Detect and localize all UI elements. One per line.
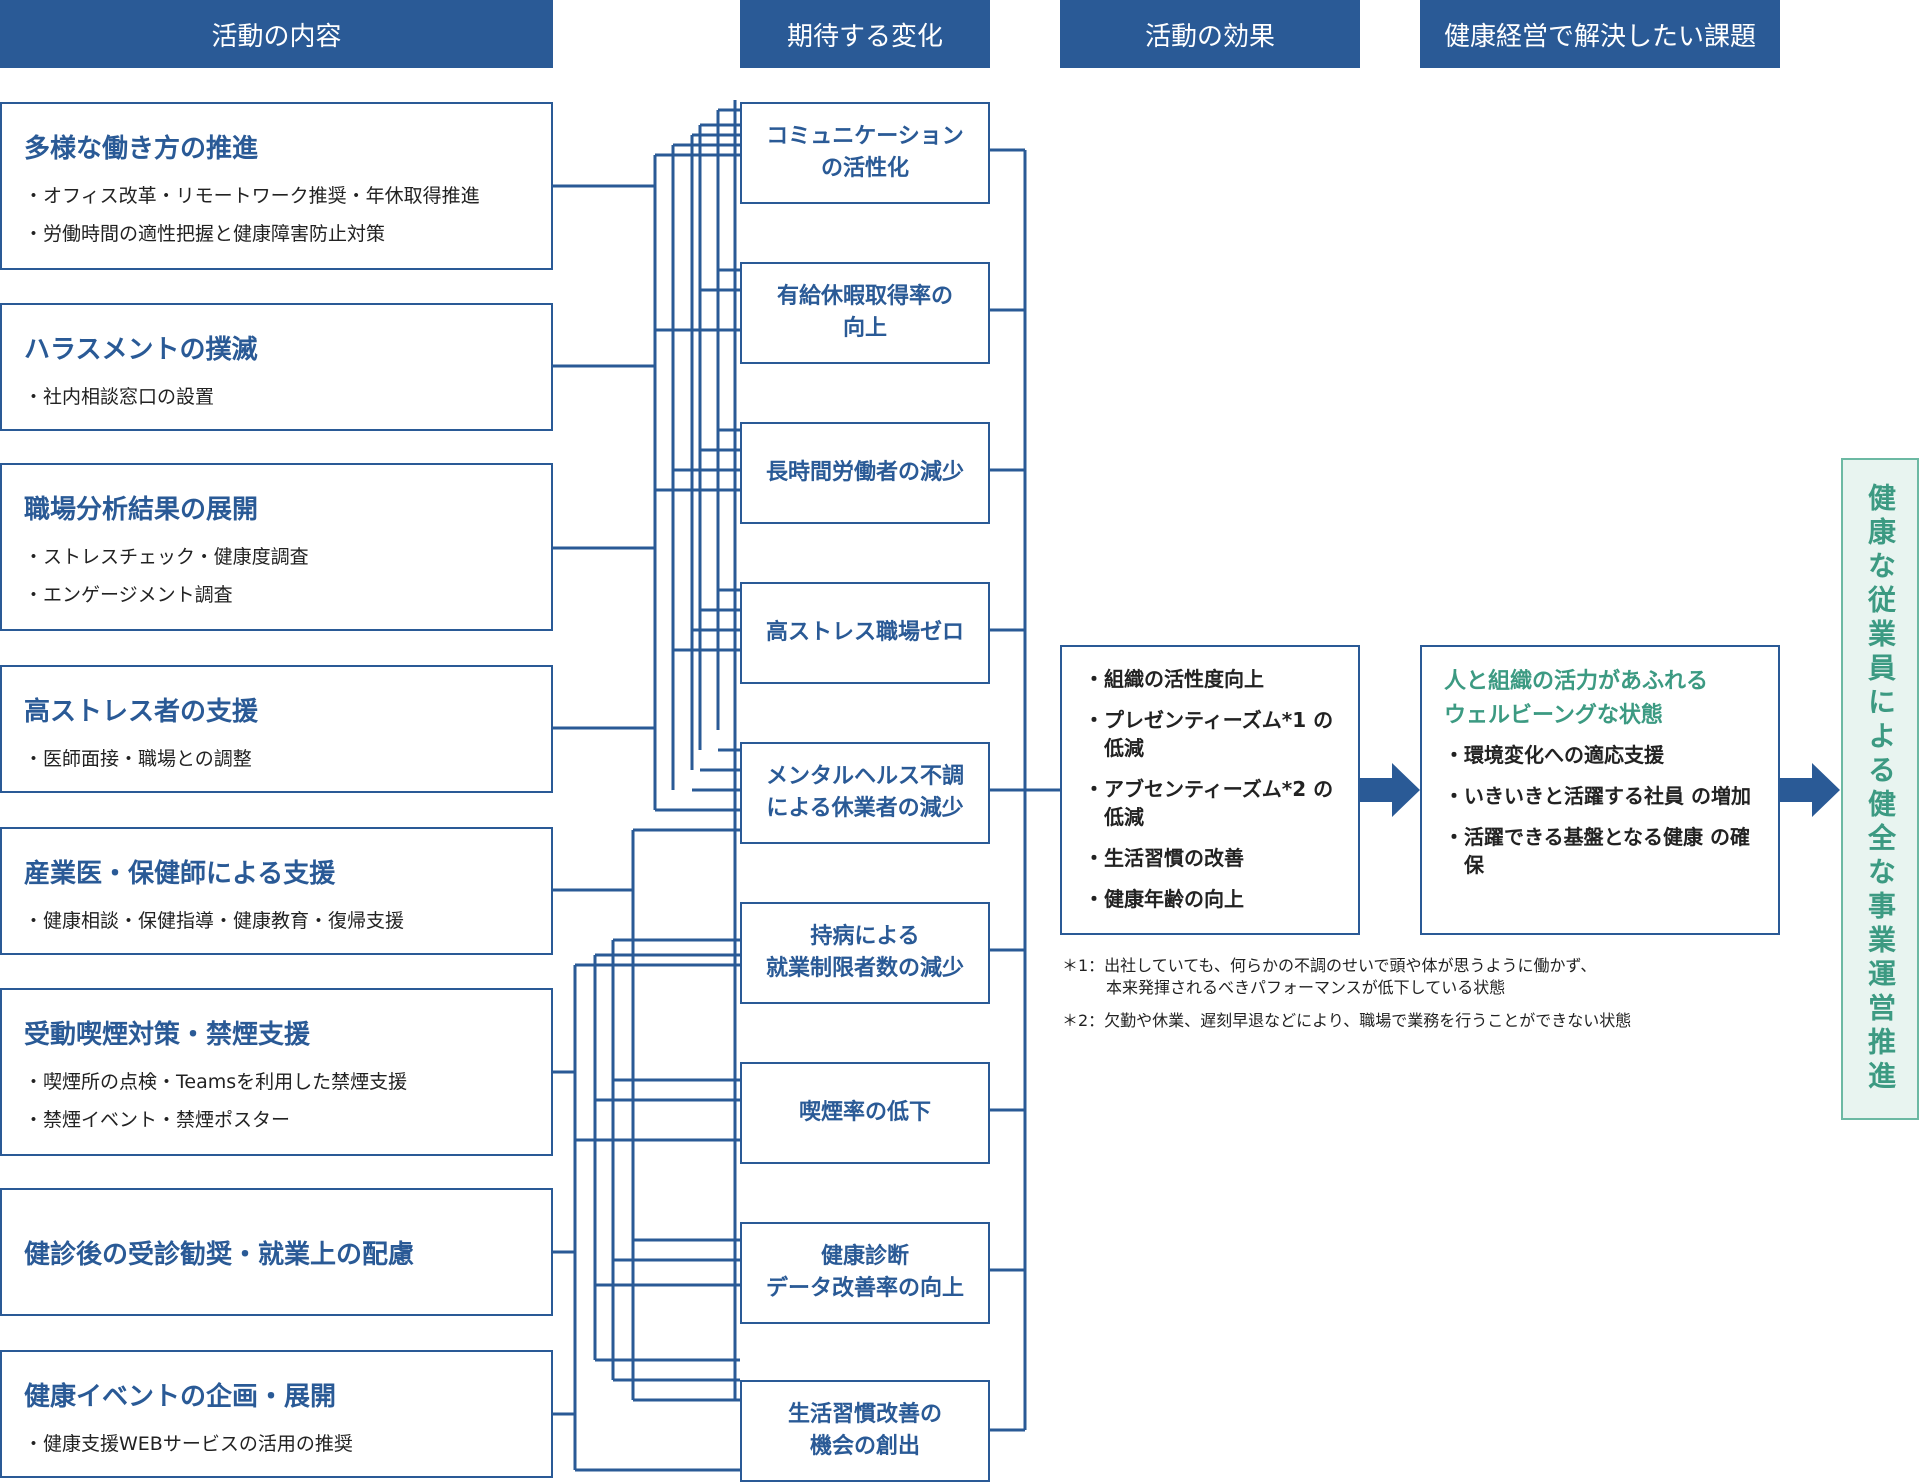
change-line: の活性化: [820, 156, 909, 181]
header-changes: 期待する変化: [740, 0, 990, 68]
change-line: 向上: [842, 316, 887, 341]
effect-item: ・アブセンティーズム*2 の低減: [1084, 777, 1334, 829]
change-line: コミュニケーション: [766, 124, 964, 149]
change-line: 機会の創出: [809, 1434, 920, 1459]
activity-smoking: 受動喫煙対策・禁煙支援 ・喫煙所の点検・Teamsを利用した禁煙支援 ・禁煙イベ…: [0, 988, 553, 1156]
activity-title: 高ストレス者の支援: [24, 697, 259, 727]
arrow-issues-to-goal: [1780, 763, 1840, 817]
change-line: 就業制限者数の減少: [765, 956, 964, 981]
change-high-stress-zero: 高ストレス職場ゼロ: [740, 582, 990, 684]
issues-title: 人と組織の活力があふれる ウェルビーングな状態: [1444, 665, 1756, 733]
change-communication: コミュニケーションの活性化: [740, 102, 990, 204]
change-line: 高ストレス職場ゼロ: [765, 620, 964, 645]
activity-item: ・オフィス改革・リモートワーク推奨・年休取得推進: [24, 185, 480, 207]
activity-title: 多様な働き方の推進: [24, 134, 259, 164]
activity-workplace-analysis: 職場分析結果の展開 ・ストレスチェック・健康度調査 ・エンゲージメント調査: [0, 463, 553, 631]
activity-item: ・健康相談・保健指導・健康教育・復帰支援: [24, 910, 405, 932]
activity-item: ・医師面接・職場との調整: [24, 748, 252, 770]
activity-item: ・社内相談窓口の設置: [24, 386, 215, 408]
header-effects: 活動の効果: [1060, 0, 1360, 68]
change-mental-health: メンタルヘルス不調による休業者の減少: [740, 742, 990, 844]
effects-box: ・組織の活性度向上 ・プレゼンティーズム*1 の 低減 ・アブセンティーズム*2…: [1060, 645, 1360, 935]
effect-item: ・健康年齢の向上: [1084, 887, 1244, 911]
issue-item: ・いきいきと活躍する社員 の増加: [1444, 784, 1751, 808]
change-line: メンタルヘルス不調: [765, 764, 964, 789]
activity-title: 職場分析結果の展開: [24, 495, 259, 525]
activity-item: ・禁煙イベント・禁煙ポスター: [24, 1109, 291, 1131]
issues-box: 人と組織の活力があふれる ウェルビーングな状態 ・環境変化への適応支援 ・いきい…: [1420, 645, 1780, 935]
change-line: 持病による: [810, 924, 920, 949]
activity-item: ・健康支援WEBサービスの活用の推奨: [24, 1433, 353, 1455]
activity-title: ハラスメントの撲滅: [24, 335, 258, 365]
header-activities: 活動の内容: [0, 0, 553, 68]
activity-item: ・労働時間の適性把握と健康障害防止対策: [24, 223, 386, 245]
activity-health-events: 健康イベントの企画・展開 ・健康支援WEBサービスの活用の推奨: [0, 1350, 553, 1478]
change-checkup-data: 健康診断データ改善率の向上: [740, 1222, 990, 1324]
change-long-hours: 長時間労働者の減少: [740, 422, 990, 524]
effect-item: ・組織の活性度向上: [1084, 667, 1264, 691]
activity-title: 受動喫煙対策・禁煙支援: [24, 1020, 311, 1050]
change-chronic-illness: 持病による就業制限者数の減少: [740, 902, 990, 1004]
effect-item: ・プレゼンティーズム*1 の 低減: [1084, 708, 1334, 760]
footnote-line: ＊1：出社していても、何らかの不調のせいで頭や体が思うように働かず、: [1062, 956, 1597, 975]
footnote-line: 本来発揮されるべきパフォーマンスが低下している状態: [1106, 978, 1506, 997]
change-line: 有給休暇取得率の: [776, 284, 953, 309]
activity-occupational-physician: 産業医・保健師による支援 ・健康相談・保健指導・健康教育・復帰支援: [0, 827, 553, 955]
change-line: 健康診断: [820, 1244, 909, 1269]
activity-diverse-work: 多様な働き方の推進 ・オフィス改革・リモートワーク推奨・年休取得推進 ・労働時間…: [0, 102, 553, 270]
activity-item: ・エンゲージメント調査: [24, 584, 233, 606]
goal-box: 健康な従業員による健全な事業運営推進: [1841, 458, 1919, 1120]
issue-item: ・活躍できる基盤となる健康 の確保: [1444, 825, 1750, 877]
footnote-1: ＊1：出社していても、何らかの不調のせいで頭や体が思うように働かず、 本来発揮さ…: [1062, 955, 1596, 999]
activity-item: ・ストレスチェック・健康度調査: [24, 546, 309, 568]
change-line: 生活習慣改善の: [787, 1402, 942, 1427]
change-line: 喫煙率の低下: [798, 1100, 931, 1125]
issues-title-line: 人と組織の活力があふれる: [1444, 669, 1709, 694]
effect-item: ・生活習慣の改善: [1084, 846, 1244, 870]
change-line: 長時間労働者の減少: [765, 460, 964, 485]
footnote-line: ＊2：欠勤や休業、遅刻早退などにより、職場で業務を行うことができない状態: [1062, 1011, 1632, 1030]
header-issues: 健康経営で解決したい課題: [1420, 0, 1780, 68]
activity-checkup-followup: 健診後の受診勧奨・就業上の配慮: [0, 1188, 553, 1316]
goal-text: 健康な従業員による健全な事業運営推進: [1864, 483, 1897, 1095]
arrow-effects-to-issues: [1360, 763, 1420, 817]
activity-title: 健康イベントの企画・展開: [24, 1382, 337, 1412]
footnote-2: ＊2：欠勤や休業、遅刻早退などにより、職場で業務を行うことができない状態: [1062, 1010, 1631, 1032]
activity-item: ・喫煙所の点検・Teamsを利用した禁煙支援: [24, 1071, 408, 1093]
activity-high-stress-support: 高ストレス者の支援 ・医師面接・職場との調整: [0, 665, 553, 793]
change-lifestyle: 生活習慣改善の機会の創出: [740, 1380, 990, 1482]
issues-title-line: ウェルビーングな状態: [1444, 703, 1663, 728]
change-smoking-rate: 喫煙率の低下: [740, 1062, 990, 1164]
activity-title: 健診後の受診勧奨・就業上の配慮: [24, 1239, 415, 1270]
issue-item: ・環境変化への適応支援: [1444, 743, 1664, 767]
activity-harassment: ハラスメントの撲滅 ・社内相談窓口の設置: [0, 303, 553, 431]
activity-title: 産業医・保健師による支援: [24, 859, 336, 889]
change-line: データ改善率の向上: [765, 1276, 964, 1301]
change-paid-leave: 有給休暇取得率の向上: [740, 262, 990, 364]
change-line: による休業者の減少: [766, 796, 964, 821]
